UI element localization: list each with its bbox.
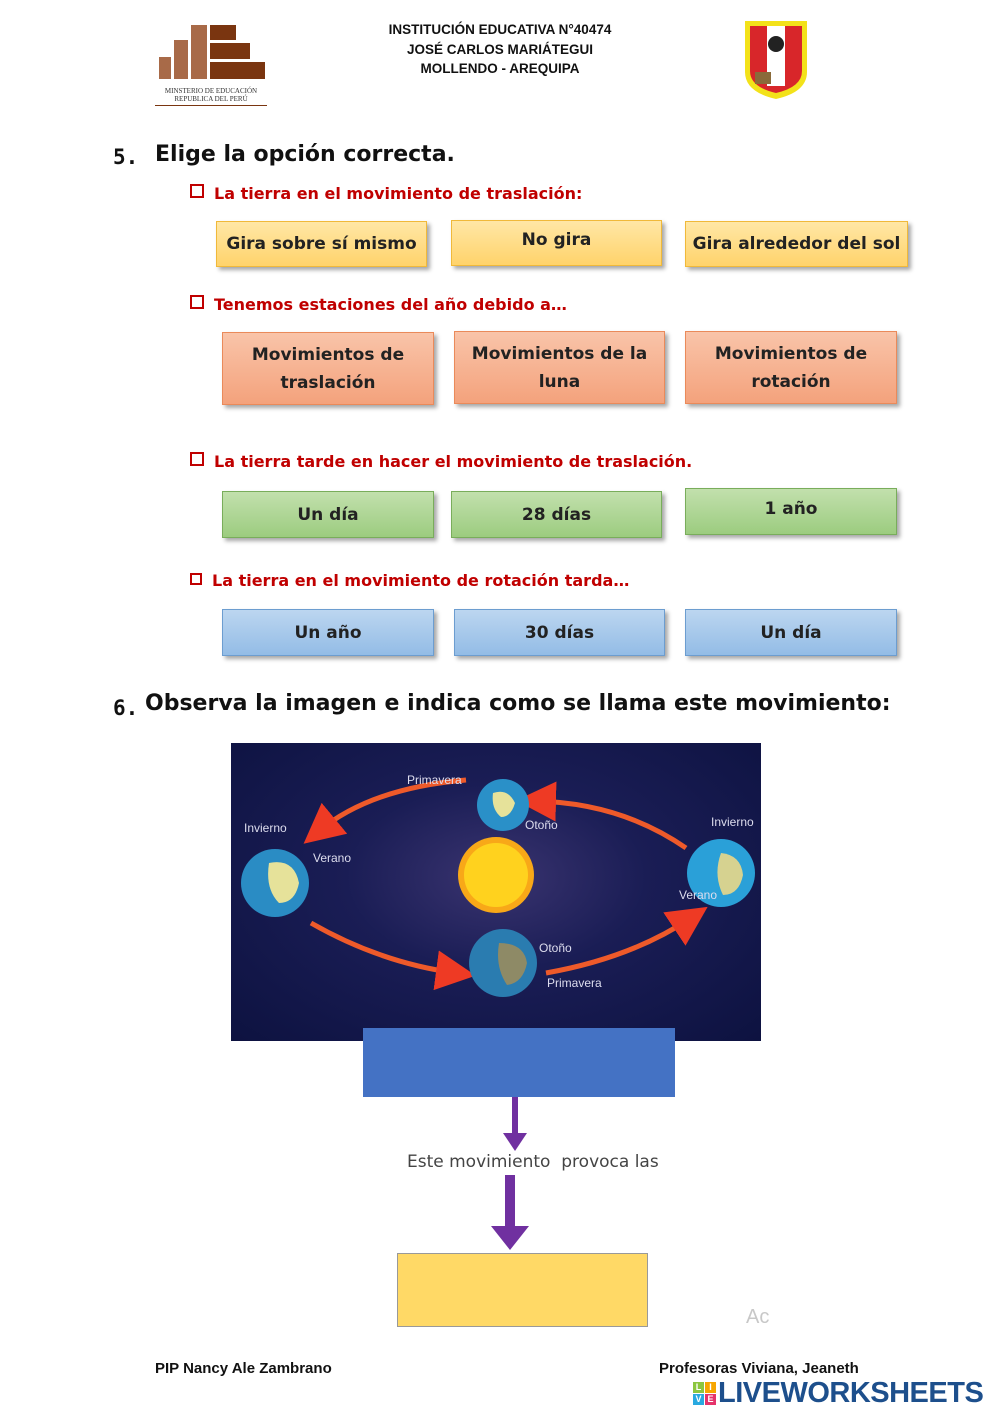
q5-item-4-prompt: La tierra en el movimiento de rotación t…: [190, 571, 629, 590]
header-line: MOLLENDO - AREQUIPA: [420, 61, 580, 76]
earth-icon: [477, 779, 529, 831]
prompt-text: La tierra en el movimiento de rotación t…: [212, 571, 630, 590]
liveworksheets-brand[interactable]: L I V E LIVEWORKSHEETS: [693, 1377, 984, 1410]
question-6-title: Observa la imagen e indica como se llama…: [145, 691, 891, 716]
q5-item-2-prompt: Tenemos estaciones del año debido a…: [190, 295, 567, 314]
answer-field-movement-name[interactable]: [363, 1028, 675, 1097]
option-button[interactable]: Un día: [685, 609, 897, 656]
checkbox-bullet-icon: [190, 573, 202, 585]
orbit-arrow: [545, 906, 708, 976]
season-label: Invierno: [711, 815, 754, 829]
option-button[interactable]: Un año: [222, 609, 434, 656]
footer-right: Profesoras Viviana, Jeaneth: [659, 1360, 859, 1377]
seasons-diagram: Primavera Otoño Invierno Verano Invierno…: [231, 743, 761, 1041]
option-button[interactable]: Gira alrededor del sol: [685, 221, 908, 267]
option-button[interactable]: No gira: [451, 220, 662, 266]
connector-text: Este movimiento provoca las: [407, 1152, 659, 1172]
q5-item-1-prompt: La tierra en el movimiento de traslación…: [190, 184, 582, 203]
live-tiles-icon: L I V E: [693, 1382, 716, 1405]
arrow-down-icon: [512, 1097, 518, 1135]
option-button[interactable]: Gira sobre sí mismo: [216, 221, 427, 267]
option-button[interactable]: Un día: [222, 491, 434, 538]
q5-item-3-prompt: La tierra tarde en hacer el movimiento d…: [190, 452, 692, 471]
checkbox-bullet-icon: [190, 295, 204, 309]
checkbox-bullet-icon: [190, 184, 204, 198]
footer-left: PIP Nancy Ale Zambrano: [155, 1360, 332, 1377]
school-header: INSTITUCIÓN EDUCATIVA N°40474 JOSÉ CARLO…: [340, 20, 660, 79]
orbit-arrow: [303, 777, 467, 844]
option-button[interactable]: 1 año: [685, 488, 897, 535]
ministry-logo-text: MINSTERIO DE EDUCACIÓN REPUBLICA DEL PER…: [155, 87, 267, 106]
school-crest: [741, 17, 811, 101]
question-5-number: 5.: [113, 145, 139, 169]
season-label: Verano: [679, 888, 718, 902]
tile: I: [705, 1382, 716, 1393]
tile: L: [693, 1382, 704, 1393]
orbit-arrow: [309, 920, 476, 991]
prompt-text: La tierra tarde en hacer el movimiento d…: [214, 452, 693, 471]
arrow-head-icon: [491, 1226, 529, 1250]
checkbox-bullet-icon: [190, 452, 204, 466]
ministry-logo: MINSTERIO DE EDUCACIÓN REPUBLICA DEL PER…: [155, 22, 267, 108]
option-button[interactable]: Movimientos de rotación: [685, 331, 897, 404]
school-crest-icon: [745, 21, 807, 99]
season-label: Invierno: [244, 821, 287, 835]
brand-text: LIVEWORKSHEETS: [718, 1377, 984, 1409]
arrow-down-icon: [505, 1175, 515, 1227]
header-line: INSTITUCIÓN EDUCATIVA N°40474: [388, 22, 612, 37]
question-5-title: Elige la opción correcta.: [155, 142, 455, 167]
faded-text: Ac: [746, 1306, 770, 1328]
sun-icon: [458, 837, 534, 913]
option-button[interactable]: 28 días: [451, 491, 662, 538]
season-label: Primavera: [547, 976, 602, 990]
tile: E: [705, 1394, 716, 1405]
question-6-number: 6.: [113, 696, 139, 720]
ministry-bricks-icon: [159, 25, 265, 79]
header-line: JOSÉ CARLOS MARIÁTEGUI: [406, 41, 593, 57]
answer-field-consequence[interactable]: [397, 1253, 648, 1327]
orbit-arrow: [516, 781, 688, 851]
earth-icon: [469, 929, 537, 997]
season-label: Verano: [313, 851, 352, 865]
earth-icon: [241, 849, 309, 917]
season-label: Otoño: [539, 941, 572, 955]
tile: V: [693, 1394, 704, 1405]
prompt-text: La tierra en el movimiento de traslación…: [214, 184, 583, 203]
prompt-text: Tenemos estaciones del año debido a…: [214, 295, 567, 314]
option-button[interactable]: Movimientos de la luna: [454, 331, 665, 404]
season-label: Otoño: [525, 818, 558, 832]
orbit-illustration: [241, 777, 755, 997]
season-label: Primavera: [407, 773, 462, 787]
option-button[interactable]: 30 días: [454, 609, 665, 656]
option-button[interactable]: Movimientos de traslación: [222, 332, 434, 405]
arrow-head-icon: [503, 1133, 527, 1151]
earth-icon: [687, 839, 755, 907]
